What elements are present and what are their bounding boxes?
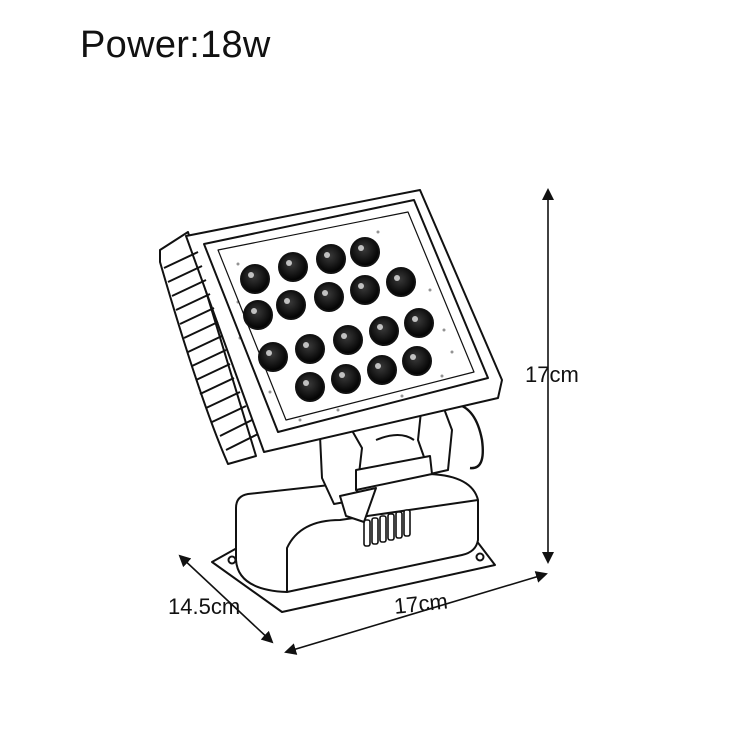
base-cooling-fins	[363, 509, 411, 547]
base	[211, 473, 496, 613]
led-row-3	[258, 308, 434, 372]
bracket-cross	[355, 455, 433, 491]
dimension-lines	[178, 188, 554, 655]
bracket-hinge	[375, 434, 415, 441]
housing-heat-sink-fins	[163, 251, 259, 451]
width-dimension-line	[284, 571, 548, 655]
led-row-2	[243, 267, 416, 330]
base-block	[235, 473, 479, 593]
bracket-support	[339, 487, 377, 523]
led-highlights	[248, 245, 418, 386]
depth-label: 14.5cm	[168, 594, 241, 619]
power-title: Power:18w	[80, 24, 271, 66]
led-row-1	[240, 237, 380, 294]
height-label: 17cm	[525, 362, 579, 387]
led-row-4	[295, 346, 432, 402]
base-front-edge	[286, 499, 479, 592]
lamp-housing	[159, 189, 503, 465]
base-screw-right	[475, 552, 485, 562]
power-cable	[455, 402, 484, 470]
led-array	[240, 237, 434, 402]
width-label: 17cm	[392, 588, 449, 619]
bracket	[319, 397, 484, 523]
face-speckles	[236, 230, 454, 422]
depth-dimension-line	[178, 554, 274, 644]
base-screw-left	[227, 555, 237, 565]
